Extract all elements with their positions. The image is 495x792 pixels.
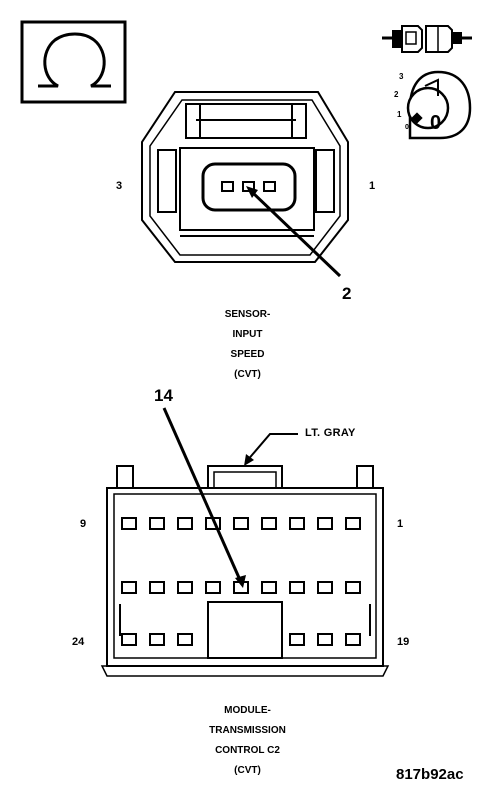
terminal-cavity-row1-6 [261, 517, 277, 530]
module-label-line-1: MODULE- [224, 705, 271, 716]
module-label-line-4: (CVT) [234, 765, 261, 776]
module-label-line-2: TRANSMISSION [209, 725, 286, 736]
callout-14-arrowhead [235, 575, 246, 588]
terminal-cavity-row2-9 [345, 581, 361, 594]
sensor-pin-right: 1 [369, 180, 376, 192]
ignition-key-icon [406, 70, 472, 140]
ignition-position-0: 0 [405, 124, 409, 131]
terminal-cavity-row3-6 [345, 633, 361, 646]
terminal-cavity-row3-4 [289, 633, 305, 646]
sensor-label-line-3: SPEED [230, 349, 265, 360]
terminal-cavity-row2-2 [149, 581, 165, 594]
sensor-label-line-1: SENSOR- [224, 309, 271, 320]
terminal-cavity-row1-7 [289, 517, 305, 530]
terminal-cavity-row2-8 [317, 581, 333, 594]
terminal-cavity-row3-2 [149, 633, 165, 646]
module-pin-bottom-left: 24 [72, 636, 85, 648]
sensor-pin-left: 3 [116, 180, 123, 192]
terminal-cavity-row1-8 [317, 517, 333, 530]
figure-id: 817b92ac [396, 766, 464, 783]
terminal-cavity-row2-7 [289, 581, 305, 594]
terminal-cavity-row1-9 [345, 517, 361, 530]
ohm-icon [20, 20, 127, 104]
module-pin-top-right: 1 [397, 518, 404, 530]
terminal-cavity-row1-1 [121, 517, 137, 530]
sensor-label: SENSOR- INPUT SPEED (CVT) [170, 305, 325, 385]
terminal-cavity-row3-3 [177, 633, 193, 646]
callout-14-leader [162, 407, 242, 581]
module-connector [100, 465, 390, 677]
terminal-cavity-row1-3 [177, 517, 193, 530]
wire-color-arrowhead [244, 454, 254, 466]
ignition-position-3: 3 [399, 72, 404, 81]
terminal-cavity-row3-1 [121, 633, 137, 646]
sensor-callout: 2 [342, 284, 352, 303]
module-callout: 14 [154, 386, 173, 405]
terminal-cavity-row2-4 [205, 581, 221, 594]
ignition-position-2: 2 [394, 90, 399, 99]
wire-color-note: LT. GRAY [305, 427, 356, 439]
sensor-label-line-4: (CVT) [234, 369, 261, 380]
terminal-cavity-row1-5 [233, 517, 249, 530]
module-pin-bottom-right: 19 [397, 636, 410, 648]
terminal-cavity-row1-2 [149, 517, 165, 530]
module-label: MODULE- TRANSMISSION CONTROL C2 (CVT) [160, 701, 335, 781]
terminal-cavity-row2-3 [177, 581, 193, 594]
sensor-connector [141, 91, 349, 263]
terminal-cavity-row3-5 [317, 633, 333, 646]
terminal-cavity-row2-6 [261, 581, 277, 594]
callout-2-arrowhead [246, 186, 258, 198]
ignition-position-1: 1 [397, 110, 402, 119]
sensor-label-line-2: INPUT [232, 329, 263, 340]
wire-color-leader [245, 433, 298, 463]
module-terminals [121, 517, 361, 646]
connector-disconnect-icon [382, 25, 472, 53]
terminal-cavity-row2-1 [121, 581, 137, 594]
callout-2-leader [250, 190, 342, 278]
module-label-line-3: CONTROL C2 [215, 745, 280, 756]
ignition-key-label: 0 [430, 112, 442, 134]
module-pin-top-left: 9 [80, 518, 87, 530]
